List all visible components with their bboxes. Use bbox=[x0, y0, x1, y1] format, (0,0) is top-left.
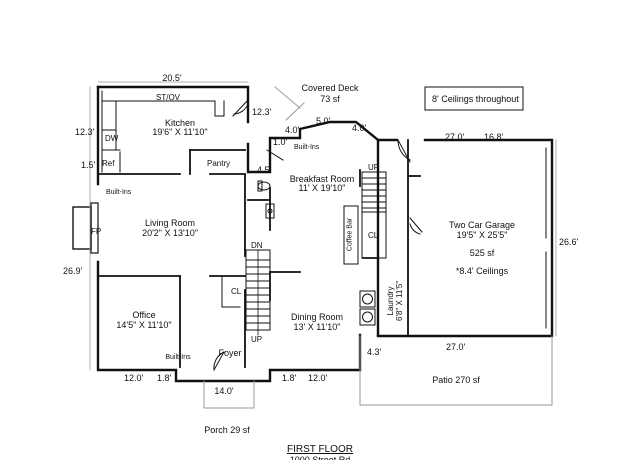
foyer-label: Foyer bbox=[218, 348, 242, 358]
dim-left-12-3: 12.3' bbox=[75, 127, 95, 137]
dim-step-4-5: 4.5' bbox=[257, 165, 272, 175]
dim-bottom-14-0: 14.0' bbox=[214, 386, 234, 396]
dim-garage-4-3: 4.3' bbox=[367, 347, 382, 357]
living-room-size: 20'2" X 13'10" bbox=[142, 228, 198, 238]
garage-name: Two Car Garage bbox=[448, 220, 516, 230]
dishwasher-label: DW bbox=[105, 134, 119, 143]
dim-deck-5-0: 5.0' bbox=[316, 116, 331, 126]
note-box bbox=[424, 86, 524, 111]
coffee-bar-label: Coffee Bar bbox=[346, 217, 354, 252]
built-ins-foyer-label: Built-Ins bbox=[165, 354, 191, 361]
kitchen-counters bbox=[101, 90, 225, 173]
office-name: Office bbox=[132, 310, 156, 320]
dimension-marks bbox=[89, 81, 557, 371]
dim-top-width: 20.5' bbox=[162, 73, 182, 83]
dim-bottom-12-0-left: 12.0' bbox=[124, 373, 144, 383]
covered-deck-outline bbox=[274, 86, 305, 121]
pantry-label: Pantry bbox=[207, 159, 231, 168]
stove-oven-label: ST/OV bbox=[155, 93, 181, 102]
dim-left-26-9: 26.9' bbox=[63, 266, 83, 276]
dim-kitchen-right-12-3: 12.3' bbox=[252, 107, 272, 117]
up-main-label: UP bbox=[251, 335, 263, 344]
down-label: DN bbox=[251, 241, 263, 250]
main-staircase bbox=[221, 249, 271, 336]
dim-deck-4-0-right: 4.0' bbox=[352, 123, 367, 133]
dim-garage-27-0-top: 27.0' bbox=[445, 132, 465, 142]
closet-breakfast-label: CL bbox=[368, 231, 379, 240]
dining-room-size: 13' X 11'10" bbox=[293, 322, 341, 332]
garage-area: 525 sf bbox=[469, 248, 495, 258]
patio-label: Patio 270 sf bbox=[432, 375, 480, 385]
built-ins-top-label: Built-Ins bbox=[294, 144, 320, 151]
garage-staircase bbox=[361, 171, 387, 259]
closet-stair-label: CL bbox=[231, 287, 242, 296]
patio-outline bbox=[359, 335, 553, 406]
powder-room-fixtures bbox=[257, 180, 275, 219]
dim-deck-4-0-left: 4.0' bbox=[285, 125, 300, 135]
dim-left-1-5: 1.5' bbox=[81, 160, 96, 170]
footer-address: 1000 Street Rd bbox=[289, 455, 351, 460]
office-size: 14'5" X 11'10" bbox=[116, 320, 172, 330]
laundry-appliances bbox=[359, 290, 376, 326]
ceiling-note: 8' Ceilings throughout bbox=[432, 94, 519, 104]
garage-ceiling: *8.4' Ceilings bbox=[455, 266, 509, 276]
exterior-walls bbox=[96, 85, 380, 383]
porch-outline bbox=[203, 380, 255, 409]
door-swings bbox=[213, 99, 423, 371]
up-garage-label: UP bbox=[368, 163, 380, 172]
dim-garage-16-8: 16.8' bbox=[484, 132, 504, 142]
coffee-bar bbox=[343, 205, 359, 265]
built-ins-left-label: Built-Ins bbox=[106, 189, 132, 196]
dim-bottom-12-0-right: 12.0' bbox=[308, 373, 328, 383]
fireplace-label: FP bbox=[91, 227, 102, 236]
laundry-name: Laundry bbox=[386, 286, 395, 316]
dining-room-name: Dining Room bbox=[290, 312, 344, 322]
dim-garage-26-6: 26.6' bbox=[559, 237, 579, 247]
kitchen-name: Kitchen bbox=[164, 118, 196, 128]
dim-step-1-0: 1.0' bbox=[273, 137, 288, 147]
breakfast-room-name: Breakfast Room bbox=[289, 174, 355, 184]
fireplace bbox=[72, 206, 92, 250]
covered-deck-area: 73 sf bbox=[320, 94, 340, 104]
dim-bottom-1-8-left: 1.8' bbox=[157, 373, 172, 383]
garage-size: 19'5" X 25'5" bbox=[456, 230, 508, 240]
laundry-label: Laundry 6'8" X 11'5" bbox=[386, 281, 404, 321]
floor-title: FIRST FLOOR bbox=[287, 444, 353, 455]
laundry-size: 6'8" X 11'5" bbox=[395, 280, 404, 321]
garage-walls bbox=[376, 138, 554, 338]
breakfast-room-size: 11' X 19'10" bbox=[298, 183, 346, 193]
dim-garage-27-0-bottom: 27.0' bbox=[446, 342, 466, 352]
covered-deck-name: Covered Deck bbox=[301, 83, 359, 93]
refrigerator-label: Ref bbox=[102, 159, 115, 168]
kitchen-size: 19'6" X 11'10" bbox=[152, 127, 208, 137]
porch-label: Porch 29 sf bbox=[204, 425, 250, 435]
dim-bottom-1-8-right: 1.8' bbox=[282, 373, 297, 383]
living-room-name: Living Room bbox=[144, 218, 196, 228]
